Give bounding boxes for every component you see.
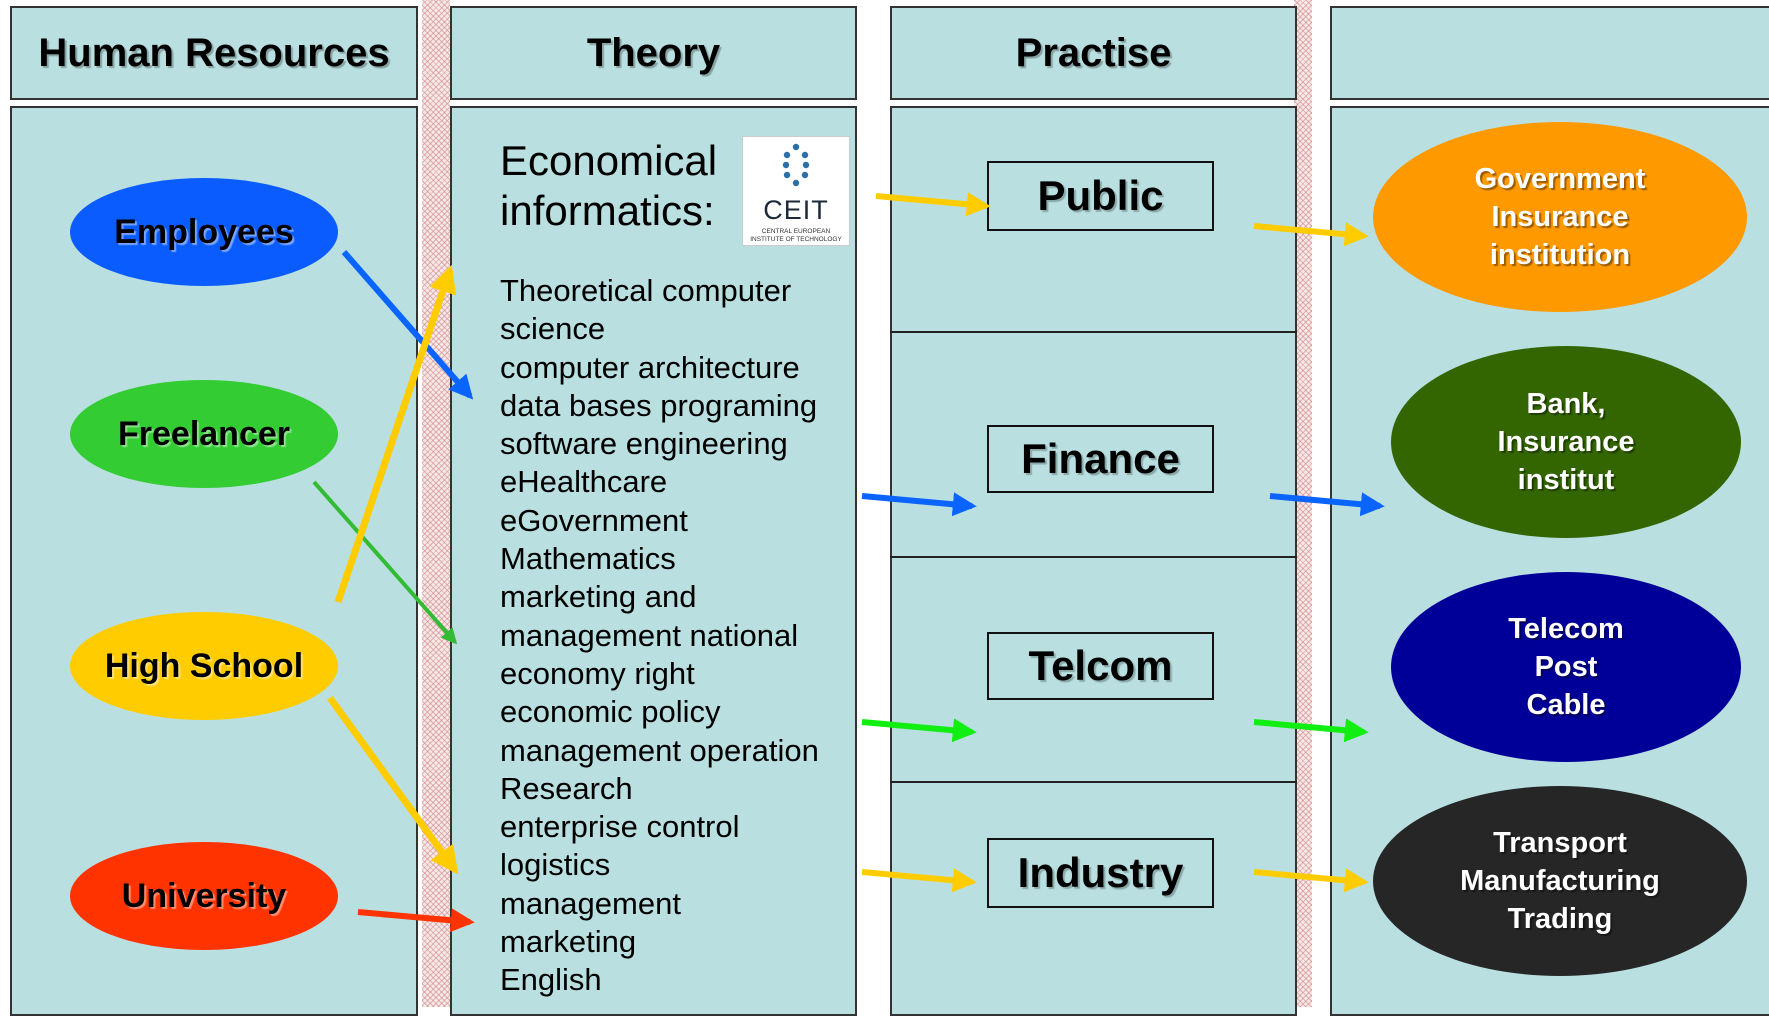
ceit-logo-wordmark: CEIT bbox=[763, 195, 829, 225]
course-item: economic policy bbox=[500, 694, 721, 730]
hr-node-high-school: High School bbox=[70, 612, 338, 720]
arrow-theory-to-industry bbox=[861, 868, 977, 893]
course-item: software engineering bbox=[500, 426, 788, 462]
ceit-logo-subtitle: CENTRAL EUROPEAN INSTITUTE OF TECHNOLOGY bbox=[750, 228, 842, 243]
theory-panel bbox=[450, 106, 857, 1016]
arrow-freelancer-to-theory bbox=[312, 480, 458, 645]
hr-node-label: University bbox=[121, 876, 287, 915]
sector-node-label: Bank, Insurance institut bbox=[1497, 388, 1635, 496]
course-item: marketing and bbox=[500, 579, 697, 615]
course-item: economy right bbox=[500, 655, 695, 691]
course-item: management operation bbox=[500, 732, 819, 768]
course-item: eHealthcare bbox=[500, 464, 668, 500]
course-item: Theoretical computer bbox=[500, 273, 792, 308]
theory-title-line-2: informatics: bbox=[500, 187, 715, 234]
hr-node-label: Freelancer bbox=[118, 414, 290, 453]
theory-title-line-1: Economical bbox=[500, 137, 718, 184]
practise-row-divider bbox=[890, 331, 1297, 333]
course-item: eGovernment bbox=[500, 502, 688, 538]
hr-node-label: Employees bbox=[114, 212, 294, 251]
course-list: Theoretical computer science computer ar… bbox=[500, 272, 819, 1000]
arrow-employees-to-theory bbox=[341, 250, 474, 400]
header-human-resources-label: Human Resources bbox=[38, 30, 390, 75]
header-practise-label: Practise bbox=[1015, 30, 1172, 75]
sector-node-telecom: Telecom Post Cable bbox=[1391, 572, 1741, 762]
practise-row-divider bbox=[890, 781, 1297, 783]
sector-node-government: Government Insurance institution bbox=[1373, 122, 1747, 312]
practise-row-divider bbox=[890, 556, 1297, 558]
arrow-theory-to-telcom bbox=[861, 718, 977, 743]
course-item: marketing bbox=[500, 924, 637, 960]
hr-node-freelancer: Freelancer bbox=[70, 380, 338, 488]
header-practise: Practise bbox=[890, 6, 1297, 100]
arrow-public-to-government bbox=[1253, 222, 1369, 247]
practise-box-finance: Finance bbox=[987, 425, 1214, 493]
course-item: management national bbox=[500, 617, 799, 653]
course-item: data bases programing bbox=[500, 387, 818, 423]
header-theory-label: Theory bbox=[586, 30, 721, 75]
course-item: management bbox=[500, 885, 681, 921]
sector-node-label: Government Insurance institution bbox=[1474, 163, 1646, 271]
course-item: Research bbox=[500, 770, 633, 806]
course-item: Mathematics bbox=[500, 541, 676, 577]
practise-box-label: Finance bbox=[1021, 435, 1180, 482]
practise-box-label: Industry bbox=[1017, 849, 1184, 896]
arrow-university-to-theory bbox=[357, 908, 475, 933]
arrow-highschool-to-theory-bottom bbox=[327, 695, 459, 875]
hatch-separator-right bbox=[1294, 0, 1312, 1007]
header-human-resources: Human Resources bbox=[10, 6, 418, 100]
arrow-industry-to-transport bbox=[1253, 868, 1369, 893]
arrow-telcom-to-telecom bbox=[1253, 718, 1369, 743]
ceit-logo-dots-icon bbox=[782, 143, 810, 187]
hatch-separator-left bbox=[422, 0, 450, 1007]
hr-node-label: High School bbox=[104, 646, 304, 685]
course-item: English bbox=[500, 962, 602, 998]
course-item: enterprise control bbox=[500, 809, 740, 845]
course-item: science bbox=[500, 311, 606, 347]
header-sectors bbox=[1330, 6, 1769, 100]
hr-node-employees: Employees bbox=[70, 178, 338, 286]
practise-panel bbox=[890, 106, 1297, 1016]
practise-box-label: Telcom bbox=[1028, 642, 1173, 689]
arrow-theory-to-finance bbox=[861, 492, 977, 517]
ceit-logo: CEIT CENTRAL EUROPEAN INSTITUTE OF TECHN… bbox=[742, 136, 850, 246]
arrow-finance-to-bank bbox=[1269, 492, 1385, 517]
arrow-theory-to-public bbox=[875, 192, 991, 217]
practise-box-industry: Industry bbox=[987, 838, 1214, 908]
sector-node-label: Transport Manufacturing Trading bbox=[1460, 827, 1660, 935]
hr-node-university: University bbox=[70, 842, 338, 950]
practise-box-telcom: Telcom bbox=[987, 632, 1214, 700]
sector-node-label: Telecom Post Cable bbox=[1508, 613, 1624, 721]
header-theory: Theory bbox=[450, 6, 857, 100]
practise-box-label: Public bbox=[1037, 172, 1164, 219]
course-item: computer architecture bbox=[500, 349, 800, 385]
sector-node-transport: Transport Manufacturing Trading bbox=[1373, 786, 1747, 976]
arrow-highschool-to-theory-top bbox=[334, 264, 457, 604]
sector-node-bank: Bank, Insurance institut bbox=[1391, 346, 1741, 538]
theory-title: Economical informatics: bbox=[500, 136, 717, 236]
course-item: logistics bbox=[500, 847, 611, 883]
practise-box-public: Public bbox=[987, 161, 1214, 231]
